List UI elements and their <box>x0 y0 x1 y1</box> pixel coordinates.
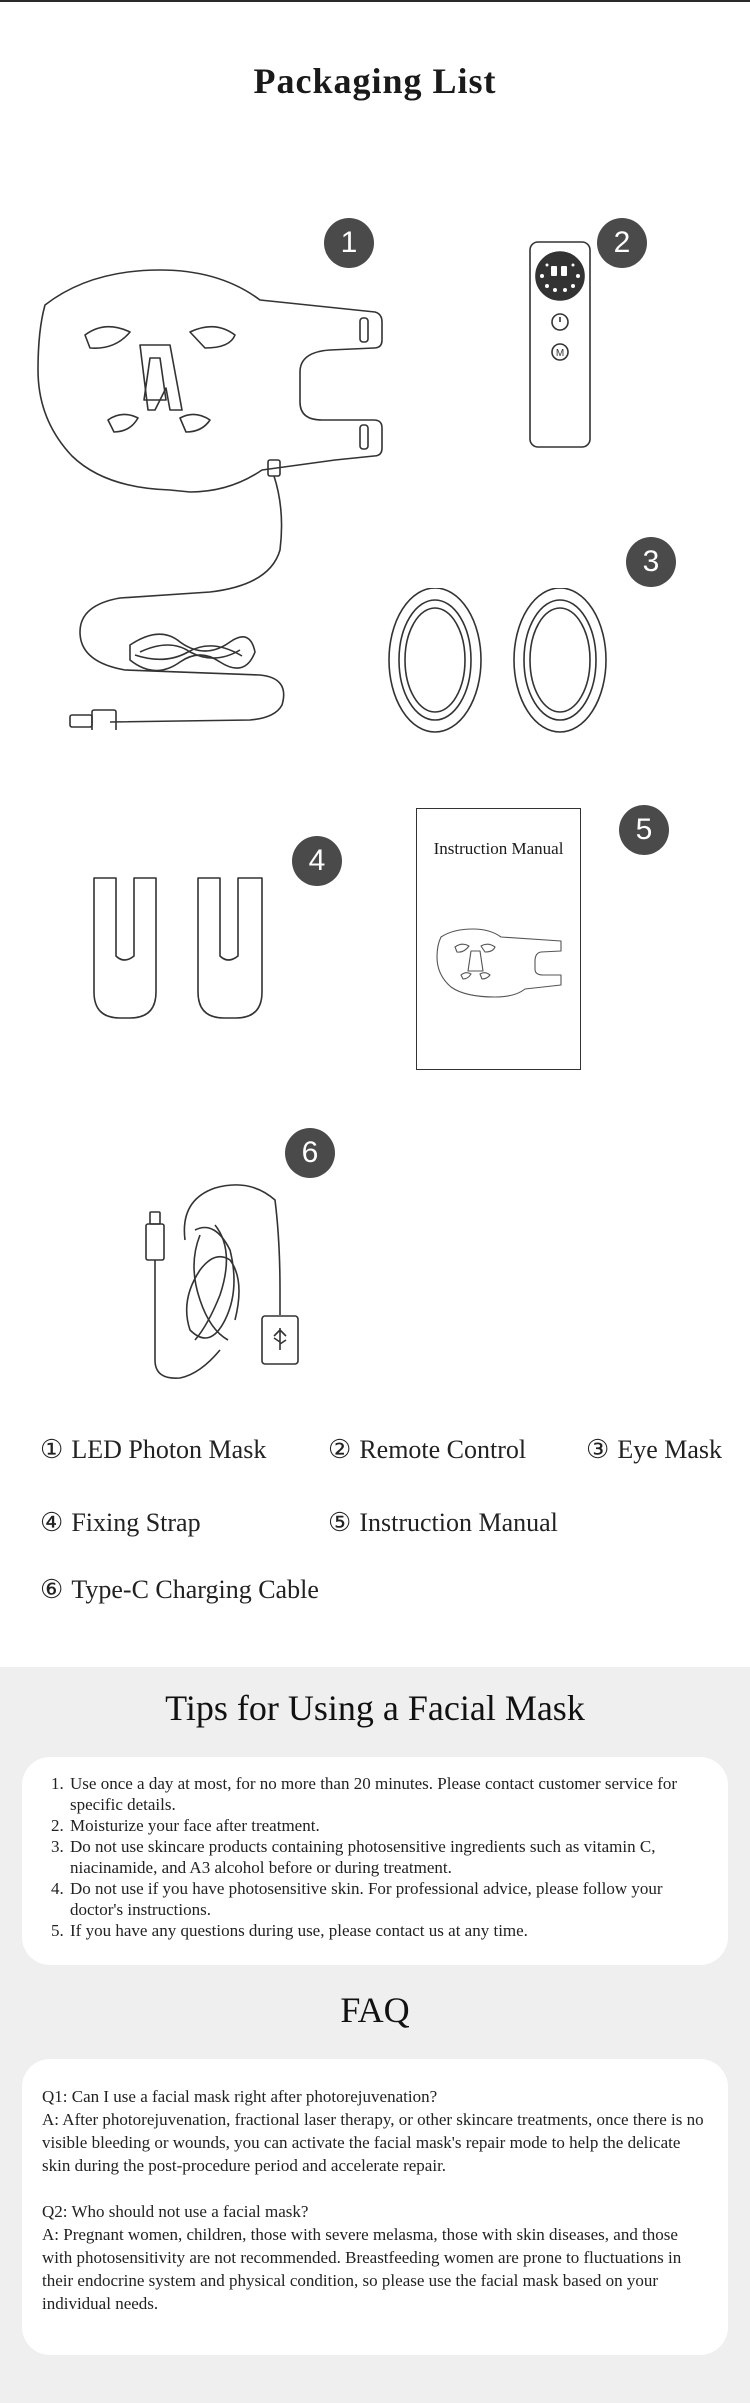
faq-question: Q1: Can I use a facial mask right after … <box>42 2087 438 2106</box>
eye-mask-illustration <box>385 588 615 738</box>
legend-label: Eye Mask <box>617 1435 723 1464</box>
item-badge-2: 2 <box>597 218 647 268</box>
legend-number: ⑥ <box>40 1575 64 1604</box>
item-badge-6: 6 <box>285 1128 335 1178</box>
legend-label: LED Photon Mask <box>71 1435 267 1464</box>
faq-question: Q2: Who should not use a facial mask? <box>42 2202 309 2221</box>
led-photon-mask-illustration <box>30 260 390 730</box>
item-badge-4: 4 <box>292 836 342 886</box>
item-badge-1: 1 <box>324 218 374 268</box>
fixing-strap-illustration <box>90 874 295 1024</box>
legend-label: Remote Control <box>359 1435 527 1464</box>
legend-number: ④ <box>40 1508 64 1537</box>
faq-card: Q1: Can I use a facial mask right after … <box>22 2059 728 2355</box>
faq-answer: A: After photorejuvenation, fractional l… <box>42 2110 704 2175</box>
tip-item: Do not use if you have photosensitive sk… <box>68 1878 704 1920</box>
legend-number: ③ <box>586 1435 610 1464</box>
item-badge-5: 5 <box>619 805 669 855</box>
faq-title: FAQ <box>340 1990 410 2030</box>
tip-item: Moisturize your face after treatment. <box>68 1815 704 1836</box>
svg-text:M: M <box>556 348 564 359</box>
tip-item: Use once a day at most, for no more than… <box>68 1773 704 1815</box>
legend-number: ① <box>40 1435 64 1464</box>
type-c-cable-illustration <box>140 1180 310 1390</box>
tips-card: Use once a day at most, for no more than… <box>22 1757 728 1965</box>
legend-number: ② <box>328 1435 352 1464</box>
legend-label: Instruction Manual <box>359 1508 558 1537</box>
top-divider <box>0 0 750 2</box>
manual-cover-title: Instruction Manual <box>433 839 564 858</box>
tip-item: If you have any questions during use, pl… <box>68 1920 704 1941</box>
tips-faq-section: Tips for Using a Facial Mask Use once a … <box>0 1667 750 2403</box>
tips-list: Use once a day at most, for no more than… <box>46 1773 704 1941</box>
legend-label: Type-C Charging Cable <box>71 1575 319 1604</box>
legend-number: ⑤ <box>328 1508 352 1537</box>
faq-answer: A: Pregnant women, children, those with … <box>42 2225 682 2313</box>
tips-title: Tips for Using a Facial Mask <box>165 1688 585 1728</box>
instruction-manual-illustration: Instruction Manual <box>416 808 581 1070</box>
legend-label: Fixing Strap <box>71 1508 201 1537</box>
remote-control-illustration: M <box>525 238 595 453</box>
tip-item: Do not use skincare products containing … <box>68 1836 704 1878</box>
item-badge-3: 3 <box>626 537 676 587</box>
page-title: Packaging List <box>253 61 497 101</box>
